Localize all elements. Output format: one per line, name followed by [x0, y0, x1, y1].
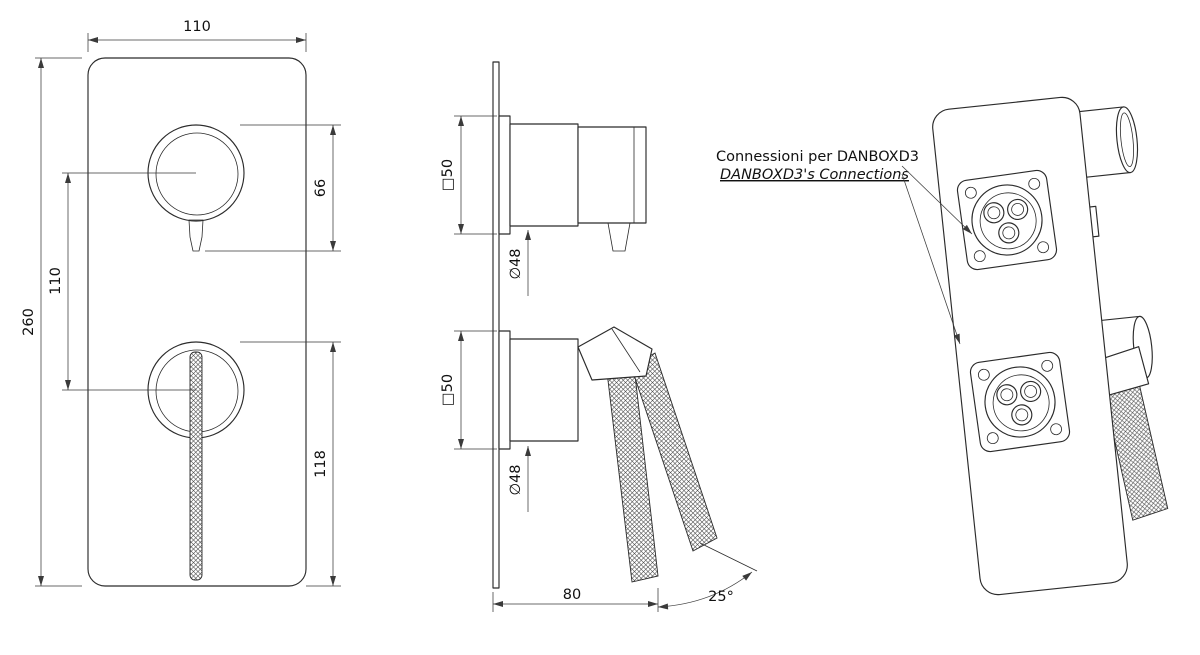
front-top-knob-tab — [188, 219, 204, 252]
connection-port — [1007, 198, 1029, 220]
side-top-cartridge — [498, 115, 647, 252]
leader-top-flange — [901, 165, 973, 235]
dim-diameter-bottom: ∅48 — [508, 446, 531, 512]
dim-square-top-label: □50 — [440, 159, 456, 191]
dim-diameter-top: ∅48 — [508, 230, 531, 296]
front-lever-handle — [189, 351, 203, 581]
dim-square-bottom-label: □50 — [440, 374, 456, 406]
front-top-knob-inner — [155, 132, 239, 216]
perspective-rear-parts — [1069, 106, 1169, 521]
side-plate-edge — [492, 61, 500, 589]
dim-plate-height: 260 — [21, 57, 82, 587]
side-view: □50 ∅48 □50 ∅48 80 — [440, 61, 758, 612]
annotation-line1: Connessioni per DANBOXD3 — [716, 149, 919, 165]
connection-port — [983, 202, 1005, 224]
connection-port — [998, 222, 1020, 244]
dim-plate-width: 110 — [87, 19, 307, 52]
dim-depth: 80 — [492, 587, 659, 612]
perspective-view: Connessioni per DANBOXD3 DANBOXD3's Conn… — [716, 96, 1169, 596]
bottom-connection-flange — [969, 351, 1071, 453]
connection-port — [996, 384, 1018, 406]
dim-plate-width-label: 110 — [183, 19, 211, 35]
dim-top-knob: 66 — [205, 124, 341, 252]
dim-top-knob-label: 66 — [313, 179, 329, 197]
front-plate — [87, 57, 307, 587]
dim-knob-spacing: 110 — [48, 172, 196, 391]
connection-port — [1020, 380, 1042, 402]
dim-diameter-top-label: ∅48 — [508, 248, 524, 279]
dim-square-bottom: □50 — [440, 330, 497, 450]
dim-knob-spacing-label: 110 — [48, 267, 64, 295]
dim-lever-angle: 25° — [657, 542, 758, 610]
dim-bottom-section-label: 118 — [313, 450, 329, 478]
side-top-knob-tab — [607, 222, 631, 252]
side-lever-hub — [577, 326, 653, 381]
dim-square-top: □50 — [440, 115, 497, 235]
dim-lever-angle-label: 25° — [708, 589, 734, 605]
dim-plate-height-label: 260 — [21, 308, 37, 336]
top-connection-flange — [956, 169, 1058, 271]
front-view: 110 260 110 66 118 — [21, 19, 341, 587]
side-bottom-cartridge — [498, 326, 718, 583]
dim-diameter-bottom-label: ∅48 — [508, 464, 524, 495]
connections-annotation: Connessioni per DANBOXD3 DANBOXD3's Conn… — [716, 149, 973, 345]
dim-bottom-section: 118 — [240, 341, 341, 587]
annotation-line2: DANBOXD3's Connections — [720, 167, 909, 183]
dim-depth-label: 80 — [563, 587, 581, 603]
leader-bottom-flange — [901, 173, 961, 345]
connection-port — [1011, 404, 1033, 426]
